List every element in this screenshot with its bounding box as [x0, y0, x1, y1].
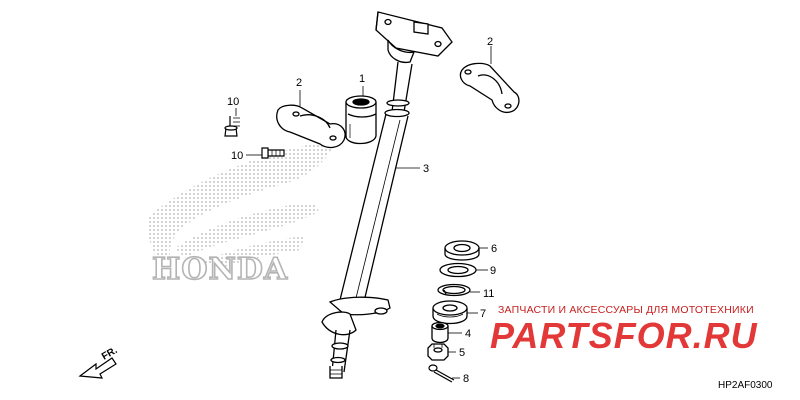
callout-10-bottom: 10 — [231, 150, 243, 162]
callout-5: 5 — [459, 347, 465, 359]
diagram-code: HP2AF0300 — [718, 380, 773, 391]
flange-bolt-top — [224, 116, 240, 137]
watermark-tagline: ЗАПЧАСТИ И АКСЕССУАРЫ ДЛЯ МОТОТЕХНИКИ — [498, 304, 754, 316]
front-direction-arrow: FR. — [78, 345, 120, 379]
callout-10-top: 10 — [227, 96, 239, 108]
flange-bolt-bottom — [261, 147, 285, 159]
shaft-holder-left — [276, 104, 346, 149]
honda-wordmark: HONDA — [152, 252, 288, 287]
shaft-holder-right — [459, 62, 520, 114]
castle-nut-5 — [427, 343, 449, 361]
watermark-logo: PARTSFOR.RU — [490, 315, 758, 356]
oil-seal-6 — [444, 240, 480, 261]
callout-7: 7 — [480, 308, 486, 320]
callout-3: 3 — [423, 163, 429, 175]
honda-wing-logo — [147, 140, 335, 268]
cotter-pin-8 — [428, 364, 455, 383]
washer-9 — [439, 262, 477, 278]
collar-4 — [431, 321, 449, 344]
callout-11: 11 — [483, 288, 494, 300]
callout-2-right: 2 — [487, 36, 493, 48]
callout-6: 6 — [491, 243, 497, 255]
callout-9: 9 — [490, 265, 496, 277]
callout-4: 4 — [465, 328, 471, 340]
front-direction-label: FR. — [100, 345, 120, 363]
callout-1: 1 — [359, 73, 365, 85]
callout-2-left: 2 — [296, 77, 302, 89]
callout-8: 8 — [463, 373, 469, 385]
steering-shaft — [321, 11, 453, 379]
leader-lines — [235, 46, 492, 379]
steering-bushing — [345, 95, 377, 145]
bearing-7 — [432, 300, 468, 325]
snap-ring-11 — [437, 283, 471, 297]
